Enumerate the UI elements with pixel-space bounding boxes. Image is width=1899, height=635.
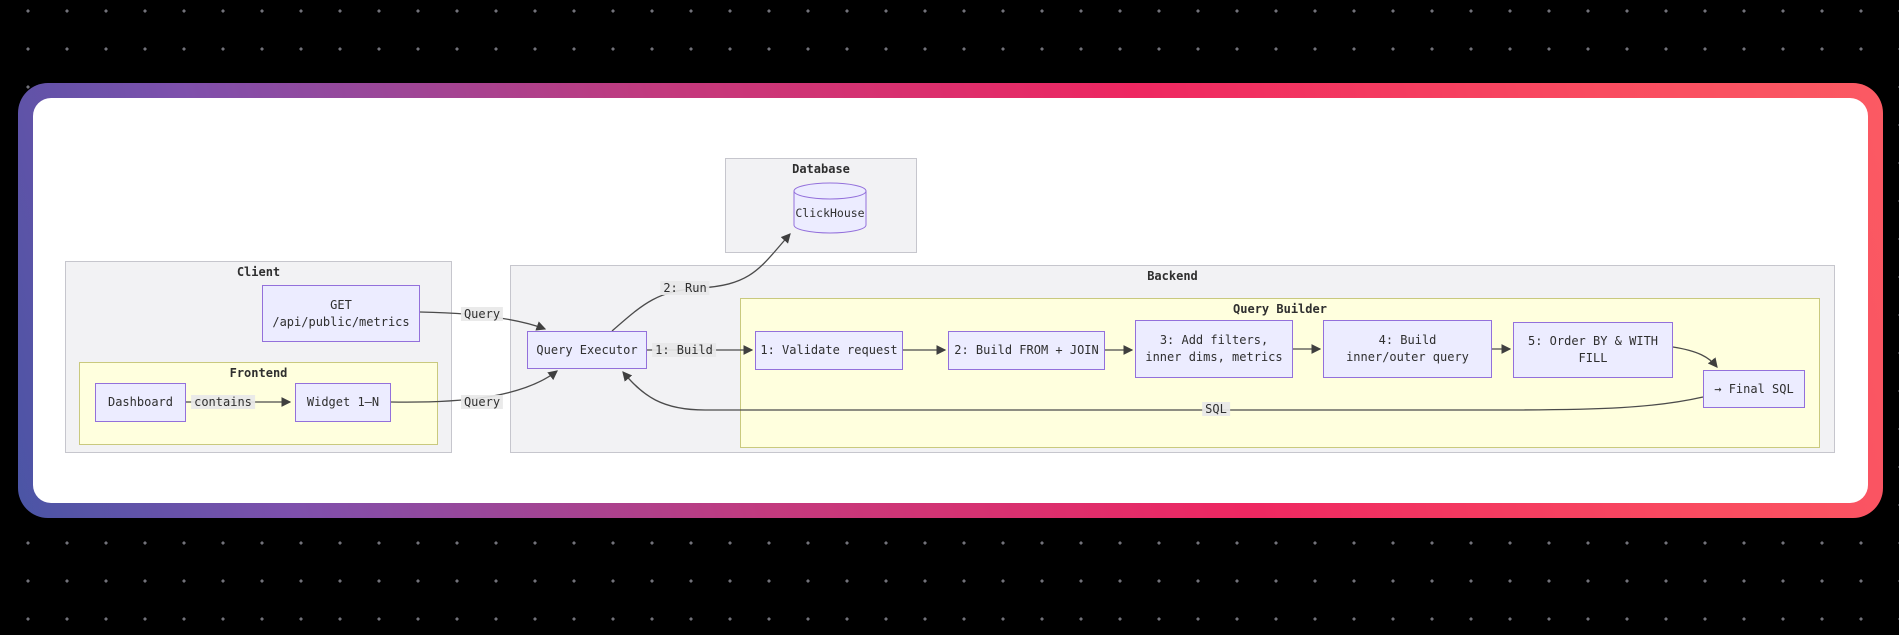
gradient-border-card bbox=[18, 83, 1883, 518]
diagram-canvas bbox=[33, 98, 1868, 503]
